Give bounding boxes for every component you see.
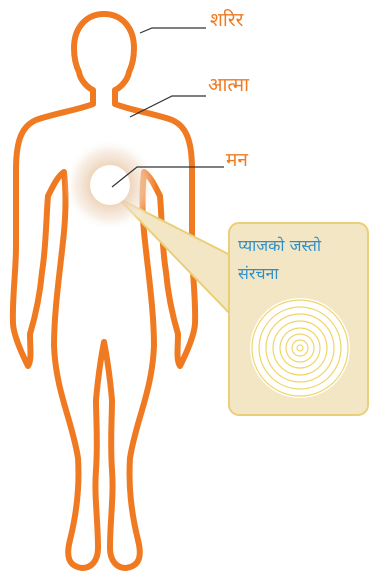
human-body-outline [13,14,195,568]
mind-circle [90,165,130,205]
callout-text-line2: संरचना [238,262,368,284]
soul-label: आत्मा [208,71,249,97]
callout-text-line1: प्याजको जस्तो [238,234,368,256]
onion-structure-icon [250,298,350,398]
mind-label: मन [226,146,248,172]
body-leader-line [140,28,206,33]
body-label: शरिर [210,6,243,32]
